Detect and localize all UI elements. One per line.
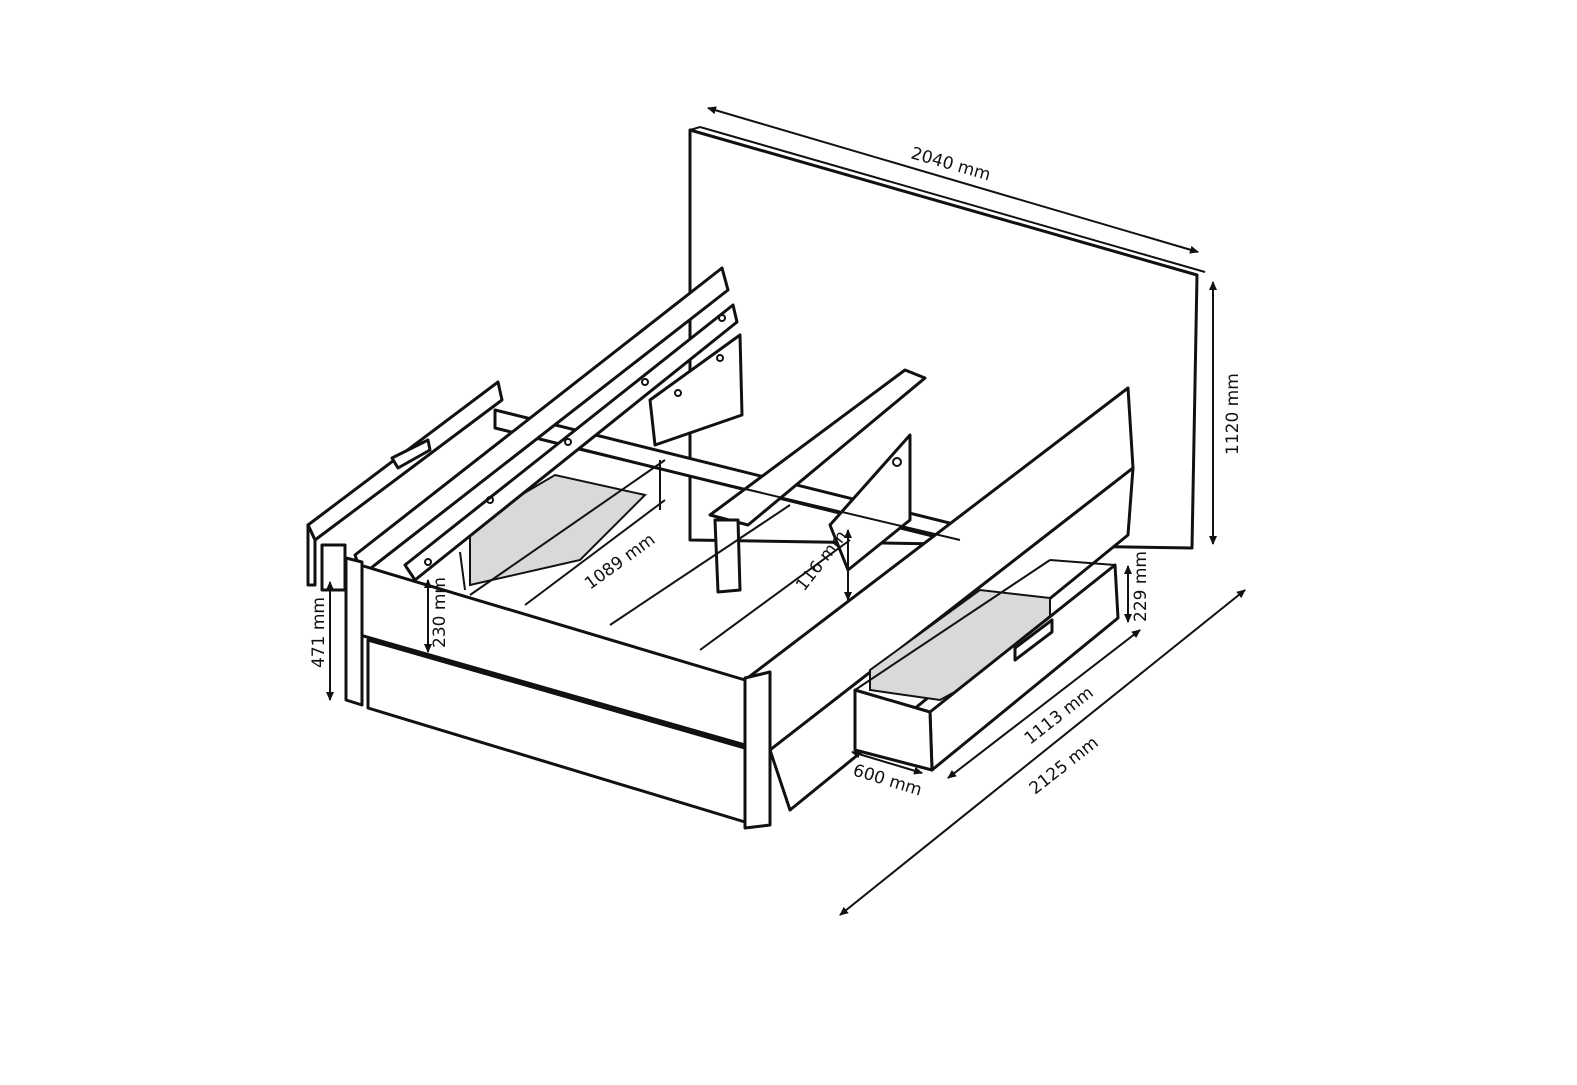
label-bed-height: 471 mm	[309, 597, 329, 668]
label-headboard-height: 1120 mm	[1223, 373, 1243, 455]
left-drawer	[306, 380, 504, 592]
label-drawer-height: 229 mm	[1131, 551, 1151, 622]
label-frame-height: 230 mm	[430, 577, 450, 648]
footboard	[344, 556, 772, 830]
dimension-lines	[326, 106, 1246, 916]
left-side-rail	[353, 266, 744, 591]
center-beam	[708, 368, 927, 594]
